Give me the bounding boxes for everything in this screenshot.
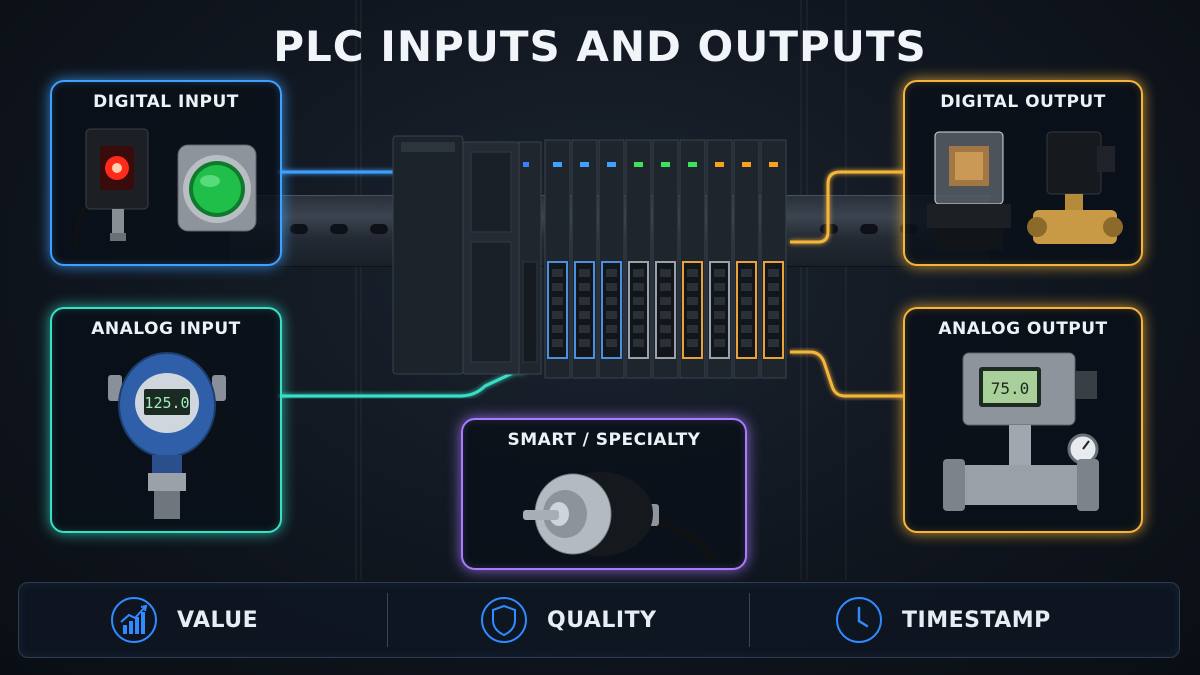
relay-icon xyxy=(927,131,1011,250)
metric-quality: QUALITY xyxy=(479,583,657,657)
metric-timestamp-label: TIMESTAMP xyxy=(902,607,1051,633)
rotary-encoder-icon xyxy=(523,472,717,562)
page-title: PLC INPUTS AND OUTPUTS xyxy=(273,22,927,71)
push-button-icon xyxy=(177,144,257,232)
digital-output-label: DIGITAL OUTPUT xyxy=(940,92,1106,112)
smart-specialty-label: SMART / SPECIALTY xyxy=(507,430,701,450)
io-module xyxy=(544,139,571,379)
io-module xyxy=(625,139,652,379)
metrics-bar: VALUE QUALITY TIMESTAMP xyxy=(18,582,1180,658)
io-module xyxy=(571,139,598,379)
pressure-display-value: 125.0 xyxy=(144,394,189,412)
digital-input-box: DIGITAL INPUT xyxy=(50,80,282,266)
metric-value-label: VALUE xyxy=(177,607,259,633)
shield-icon xyxy=(481,597,527,643)
solenoid-valve-icon xyxy=(1027,131,1123,244)
io-module xyxy=(598,139,625,379)
metric-value: VALUE xyxy=(109,583,258,657)
io-module xyxy=(652,139,679,379)
io-module xyxy=(679,139,706,379)
plc-rack xyxy=(392,135,787,379)
metric-quality-label: QUALITY xyxy=(547,607,657,633)
io-module xyxy=(733,139,760,379)
smart-specialty-box: SMART / SPECIALTY xyxy=(461,418,747,570)
analog-output-box: ANALOG OUTPUT 75.0 xyxy=(903,307,1143,533)
analog-output-label: ANALOG OUTPUT xyxy=(938,319,1108,339)
metrics-divider xyxy=(749,593,750,647)
digital-output-box: DIGITAL OUTPUT xyxy=(903,80,1143,266)
analog-input-box: ANALOG INPUT 125.0 xyxy=(50,307,282,533)
analog-input-label: ANALOG INPUT xyxy=(91,319,241,339)
digital-input-label: DIGITAL INPUT xyxy=(93,92,239,112)
io-module xyxy=(760,139,787,379)
trending-chart-icon xyxy=(111,597,157,643)
metrics-divider xyxy=(387,593,388,647)
metric-timestamp: TIMESTAMP xyxy=(834,583,1051,657)
valve-display-value: 75.0 xyxy=(991,379,1030,398)
photoelectric-sensor-icon xyxy=(73,128,149,250)
io-module xyxy=(706,139,733,379)
control-valve-actuator-icon: 75.0 xyxy=(943,352,1099,511)
clock-icon xyxy=(836,597,882,643)
pressure-transmitter-icon: 125.0 xyxy=(108,352,226,519)
